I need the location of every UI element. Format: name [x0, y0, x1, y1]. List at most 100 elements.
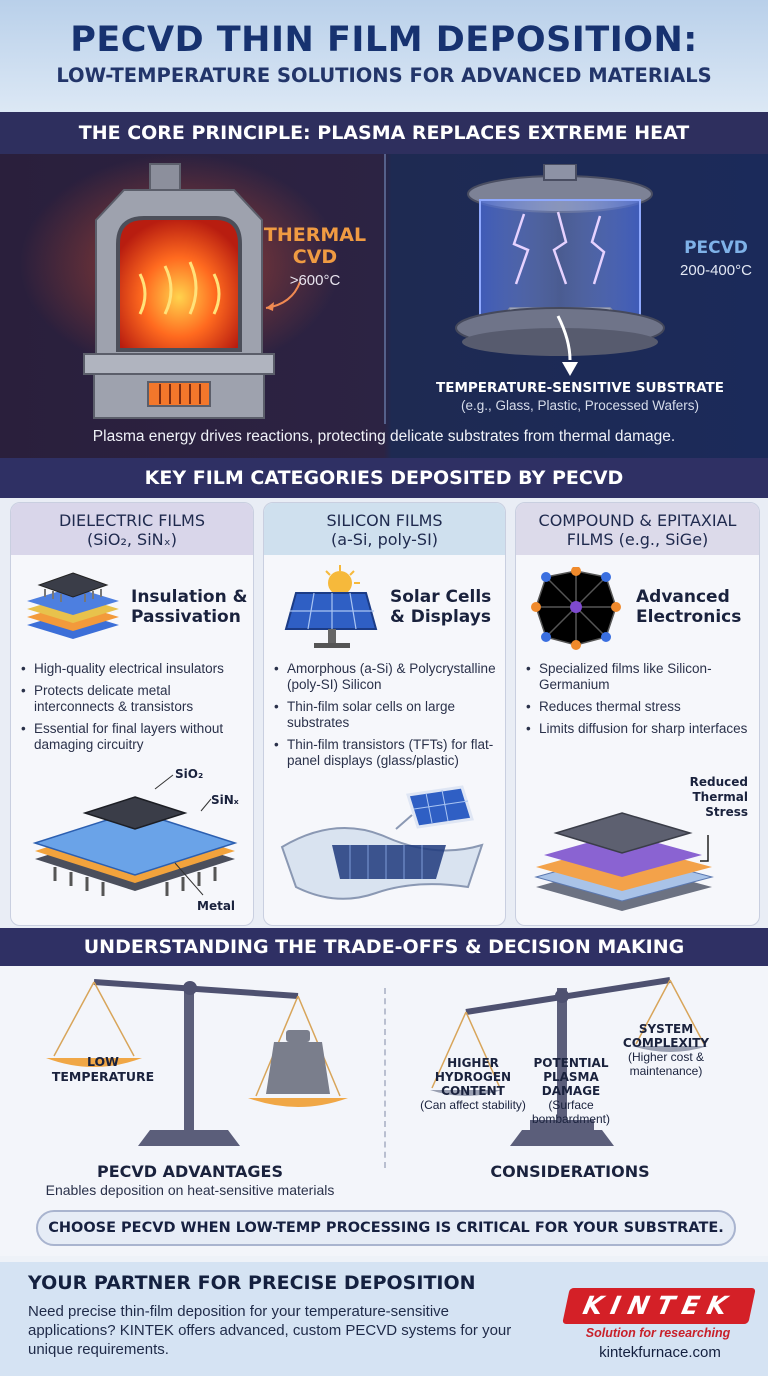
card-header-line-2: FILMS (e.g., SiGe)	[566, 530, 709, 549]
considerations-title: CONSIDERATIONS	[490, 1162, 650, 1181]
card-header-line-1: COMPOUND & EPITAXIAL	[538, 511, 737, 530]
card-title-line-1: Solar Cells	[390, 587, 492, 607]
low-temperature-line-1: LOW	[87, 1054, 119, 1069]
tradeoffs-heading: UNDERSTANDING THE TRADE-OFFS & DECISION …	[0, 928, 768, 966]
principle-heading: THE CORE PRINCIPLE: PLASMA REPLACES EXTR…	[0, 112, 768, 154]
advantages-title: PECVD ADVANTAGES	[96, 1162, 283, 1181]
considerations-scale-illustration	[430, 977, 708, 1146]
solar-panel-icon	[284, 565, 378, 648]
substrate-examples: (e.g., Glass, Plastic, Processed Wafers)	[460, 398, 700, 413]
plasma-line-2: PLASMA	[543, 1070, 599, 1084]
hydrogen-note: (Can affect stability)	[420, 1098, 526, 1112]
page-title: PECVD THIN FILM DEPOSITION:	[70, 20, 698, 60]
substrate-label: TEMPERATURE-SENSITIVE SUBSTRATE (e.g., G…	[400, 380, 760, 413]
pecvd-title: PECVD	[684, 238, 748, 258]
card-header-line-1: DIELECTRIC FILMS	[58, 511, 205, 530]
card-header: DIELECTRIC FILMS (SiO₂, SiNₓ)	[11, 503, 253, 555]
card-header-line-2: (SiO₂, SiNₓ)	[87, 530, 177, 549]
footer: YOUR PARTNER FOR PRECISE DEPOSITION Need…	[0, 1262, 768, 1376]
categories-heading: KEY FILM CATEGORIES DEPOSITED BY PECVD	[0, 458, 768, 498]
thermal-cvd-temp: >600°C	[289, 272, 341, 289]
plasma-note-1: (Surface	[548, 1098, 594, 1112]
furnace-illustration	[20, 154, 340, 419]
complexity-note-2: maintenance)	[629, 1064, 703, 1078]
complexity-line-2: COMPLEXITY	[622, 1036, 710, 1050]
card-header-line-2: (a-Si, poly-SI)	[330, 530, 439, 549]
website-link[interactable]: kintekfurnace.com	[599, 1344, 721, 1361]
card-title: Solar Cells & Displays	[390, 587, 491, 627]
thermal-stress-label-3: Stress	[705, 805, 748, 819]
footer-text: Need precise thin-film deposition for yo…	[28, 1303, 512, 1358]
list-item: Thin-film solar cells on large substrate…	[274, 699, 502, 731]
silicon-films-card: SILICON FILMS (a-Si, poly-SI) Solar Cell…	[263, 502, 506, 926]
sio2-label: SiO₂	[175, 767, 204, 781]
consideration-plasma-damage: POTENTIAL PLASMA DAMAGE (Surface bombard…	[526, 1056, 616, 1126]
hydrogen-line-1: HIGHER	[447, 1056, 499, 1070]
flexible-film-illustration	[280, 785, 484, 900]
pecvd-temp: 200-400°C	[680, 262, 752, 279]
card-title: Insulation & Passivation	[131, 587, 247, 627]
dielectric-chip-diagram	[32, 774, 238, 896]
list-item: High-quality electrical insulators	[21, 661, 249, 677]
hydrogen-line-3: CONTENT	[441, 1084, 505, 1098]
layered-stack-diagram	[534, 812, 714, 911]
film-categories-section: DIELECTRIC FILMS (SiO₂, SiNₓ) Insulation…	[0, 498, 768, 928]
page-subtitle: LOW-TEMPERATURE SOLUTIONS FOR ADVANCED M…	[56, 64, 712, 87]
principle-divider	[384, 154, 386, 424]
complexity-line-1: SYSTEM	[638, 1022, 694, 1036]
kintek-logo[interactable]: KINTEK	[562, 1288, 756, 1324]
card-title-line-1: Insulation &	[131, 587, 248, 607]
thermal-cvd-title-1: THERMAL	[263, 224, 367, 246]
recommendation-banner: CHOOSE PECVD WHEN LOW-TEMP PROCESSING IS…	[36, 1210, 736, 1246]
tradeoffs-divider	[384, 988, 386, 1168]
thermal-stress-label-1: Reduced	[689, 775, 748, 789]
advantages-text: Enables deposition on heat-sensitive mat…	[45, 1182, 335, 1198]
low-temperature-line-2: TEMPERATURE	[51, 1069, 155, 1084]
list-item: Thin-film transistors (TFTs) for flat-pa…	[274, 737, 502, 769]
plasma-note-2: bombardment)	[531, 1112, 611, 1126]
list-item: Amorphous (a-Si) & Polycrystalline (poly…	[274, 661, 502, 693]
consideration-complexity: SYSTEM COMPLEXITY (Higher cost & mainten…	[614, 1022, 718, 1078]
chip-layers-icon	[27, 572, 119, 639]
thermal-stress-label: Reduced Thermal Stress	[688, 775, 748, 820]
thermal-cvd-title-2: CVD	[292, 246, 338, 268]
dielectric-films-card: DIELECTRIC FILMS (SiO₂, SiNₓ) Insulation…	[10, 502, 254, 926]
card-title: Advanced Electronics	[636, 587, 741, 627]
principle-caption: Plasma energy drives reactions, protecti…	[92, 428, 676, 445]
sinx-label: SiNₓ	[211, 793, 239, 807]
list-item: Reduces thermal stress	[526, 699, 754, 715]
substrate-title: TEMPERATURE-SENSITIVE SUBSTRATE	[436, 380, 724, 396]
list-item: Limits diffusion for sharp interfaces	[526, 721, 754, 737]
pecvd-label: PECVD 200-400°C	[666, 238, 766, 279]
pecvd-chamber-illustration	[455, 164, 665, 376]
tradeoffs-section: LOW TEMPERATURE PECVD ADVANTAGES Enables…	[0, 966, 768, 1256]
card-header: COMPOUND & EPITAXIAL FILMS (e.g., SiGe)	[516, 503, 759, 555]
footer-heading: YOUR PARTNER FOR PRECISE DEPOSITION	[28, 1272, 476, 1294]
brand-tagline: Solution for researching	[585, 1326, 731, 1340]
card-title-line-2: Passivation	[131, 607, 241, 627]
card-title-line-2: Electronics	[636, 607, 742, 627]
card-header-line-1: SILICON FILMS	[326, 511, 443, 530]
card-bullets: High-quality electrical insulators Prote…	[21, 661, 249, 759]
thermal-stress-label-2: Thermal	[692, 790, 749, 804]
complexity-note-1: (Higher cost &	[627, 1050, 705, 1064]
list-item: Protects delicate metal interconnects & …	[21, 683, 249, 715]
thermal-cvd-label: THERMAL CVD >600°C	[252, 224, 378, 289]
card-title-line-1: Advanced	[636, 587, 730, 607]
hydrogen-line-2: HYDROGEN	[434, 1070, 512, 1084]
advantages-scale-illustration	[46, 979, 348, 1146]
low-temperature-label: LOW TEMPERATURE	[48, 1054, 158, 1084]
principle-section: THERMAL CVD >600°C PECVD 200-400°C TEMPE…	[0, 154, 768, 458]
card-bullets: Amorphous (a-Si) & Polycrystalline (poly…	[274, 661, 502, 775]
card-bullets: Specialized films like Silicon-Germanium…	[526, 661, 754, 743]
crystal-lattice-icon	[531, 567, 621, 650]
hero-header: PECVD THIN FILM DEPOSITION: LOW-TEMPERAT…	[0, 0, 768, 112]
card-header: SILICON FILMS (a-Si, poly-SI)	[264, 503, 505, 555]
list-item: Essential for final layers without damag…	[21, 721, 249, 753]
consideration-hydrogen: HIGHER HYDROGEN CONTENT (Can affect stab…	[412, 1056, 534, 1112]
plasma-line-3: DAMAGE	[541, 1084, 601, 1098]
plasma-line-1: POTENTIAL	[533, 1056, 609, 1070]
compound-films-card: COMPOUND & EPITAXIAL FILMS (e.g., SiGe) …	[515, 502, 760, 926]
metal-label: Metal	[197, 899, 236, 913]
list-item: Specialized films like Silicon-Germanium	[526, 661, 754, 693]
